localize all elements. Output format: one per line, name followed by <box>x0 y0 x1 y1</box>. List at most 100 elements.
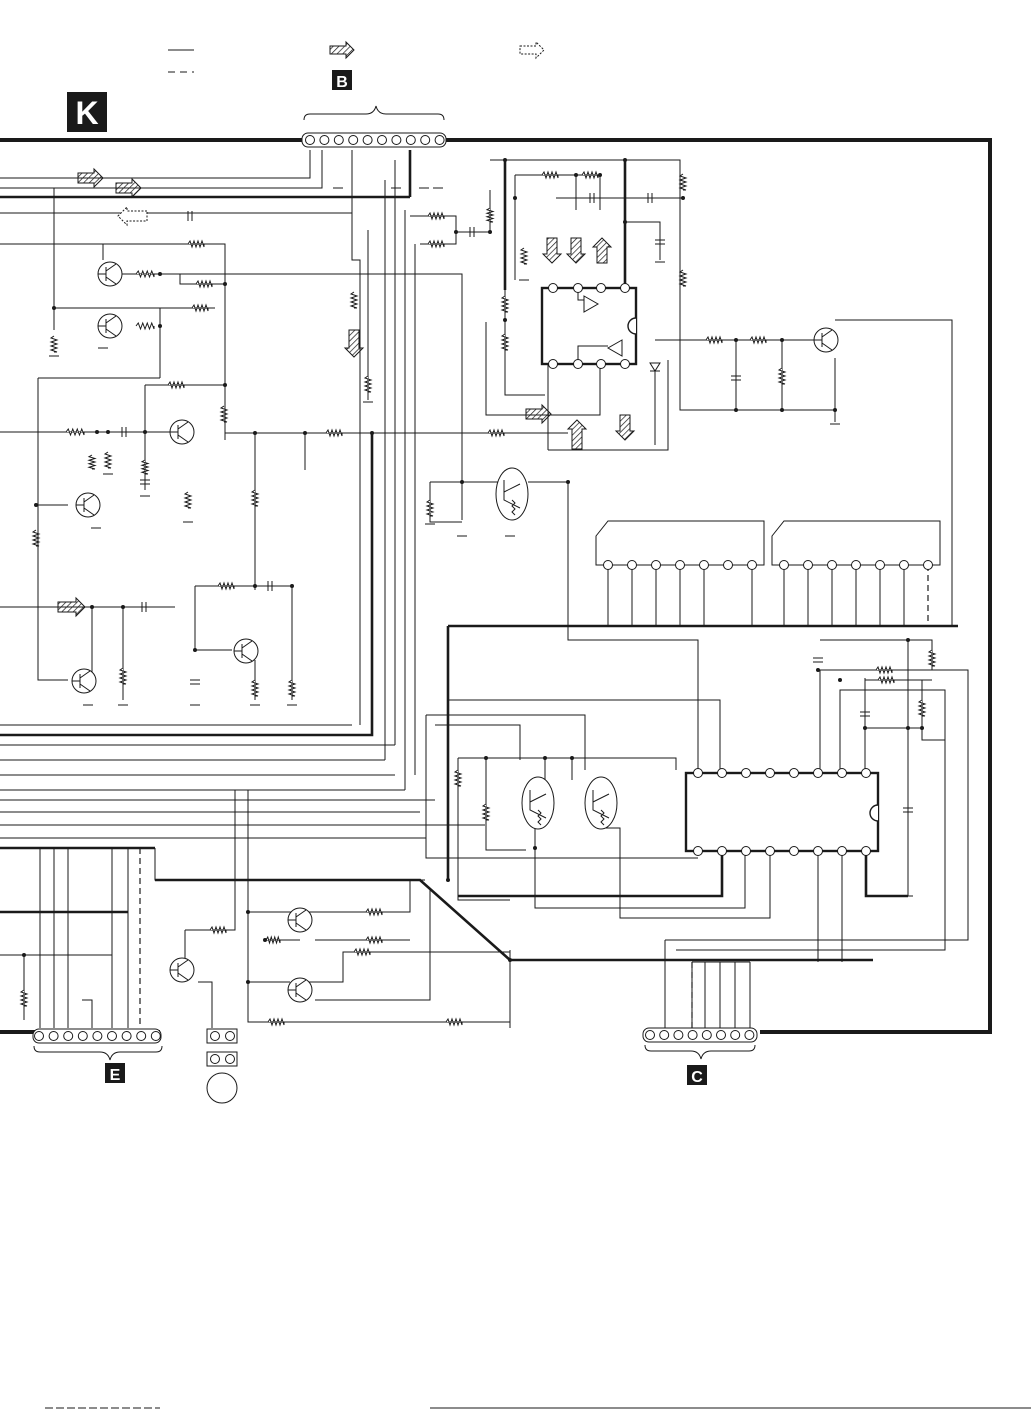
junction-dot <box>570 756 574 760</box>
junction-dot <box>598 173 602 177</box>
resistor <box>502 296 508 312</box>
resistor <box>521 248 527 264</box>
resistor <box>185 492 191 508</box>
photo-sensors <box>496 468 617 829</box>
ic-pin <box>838 769 847 778</box>
connector-pin <box>717 1031 726 1040</box>
socket-pin <box>676 561 685 570</box>
socket-pin <box>900 561 909 570</box>
connector-pin <box>435 136 444 145</box>
ic-pin <box>814 847 823 856</box>
resistor <box>542 172 558 178</box>
transistor-icon <box>814 328 838 352</box>
connector-pin <box>363 136 372 145</box>
resistor <box>351 292 357 308</box>
svg-text:K: K <box>75 95 98 131</box>
signal-arrow-icon <box>543 238 561 263</box>
connector-pin <box>35 1032 44 1041</box>
resistor <box>192 305 208 311</box>
resistor <box>366 909 382 915</box>
connector-pin <box>688 1031 697 1040</box>
socket-pin <box>724 561 733 570</box>
connector-pin <box>306 136 315 145</box>
junction-dot <box>253 584 257 588</box>
connector-pin <box>137 1032 146 1041</box>
junction-dot <box>22 953 26 957</box>
socket-pin <box>852 561 861 570</box>
resistor <box>427 500 433 516</box>
connector-b <box>302 106 446 147</box>
resistor <box>428 213 444 219</box>
signal-arrow-icon <box>526 405 551 423</box>
ic-socket-right <box>772 521 940 570</box>
resistor <box>66 429 84 435</box>
connector-pin <box>78 1032 87 1041</box>
resistor <box>919 700 925 716</box>
junction-dot <box>95 430 99 434</box>
socket-pin <box>828 561 837 570</box>
photo-sensor-2 <box>522 777 554 829</box>
socket-pin <box>780 561 789 570</box>
junction-dot <box>446 878 450 882</box>
junction-dot <box>303 431 307 435</box>
junction-dot <box>508 958 512 962</box>
resistor <box>221 406 227 422</box>
junction-dot <box>90 605 94 609</box>
junction-dot <box>460 480 464 484</box>
resistor <box>268 1019 284 1025</box>
ic-pin <box>766 769 775 778</box>
socket-pin <box>652 561 661 570</box>
connector-c <box>643 1028 757 1059</box>
junction-dot <box>623 220 627 224</box>
section-tag-c: C <box>687 1065 707 1086</box>
connector-e <box>33 1029 162 1060</box>
junction-dot <box>246 910 250 914</box>
resistor <box>878 677 894 683</box>
resistor <box>488 430 504 436</box>
junction-dot <box>290 584 294 588</box>
junction-dot <box>223 383 227 387</box>
resistor <box>21 990 27 1006</box>
junction-dot <box>543 756 547 760</box>
resistor <box>446 1019 462 1025</box>
resistor <box>779 368 785 384</box>
diode-icon <box>650 363 660 371</box>
section-tag-e: E <box>105 1063 125 1084</box>
ic-pin <box>814 769 823 778</box>
signal-arrow-icon <box>78 169 103 187</box>
connector-pin <box>674 1031 683 1040</box>
ic-pin <box>694 847 703 856</box>
junction-dot <box>143 430 147 434</box>
junction-dot <box>158 272 162 276</box>
resistor <box>136 271 154 277</box>
resistor <box>188 241 204 247</box>
resistor <box>266 937 280 943</box>
junction-dot <box>566 480 570 484</box>
connector-pin <box>334 136 343 145</box>
junction-dot <box>533 846 537 850</box>
connector-pin <box>151 1032 160 1041</box>
resistor <box>876 667 892 673</box>
ic-opamp <box>542 284 636 369</box>
junction-dot <box>734 408 738 412</box>
transistor-icon <box>288 908 312 932</box>
junction-dot <box>263 938 267 942</box>
junction-dot <box>488 230 492 234</box>
socket-pin <box>804 561 813 570</box>
resistor <box>366 937 382 943</box>
connector-pin <box>378 136 387 145</box>
resistor <box>89 455 95 469</box>
junction-dot <box>920 726 924 730</box>
connector-pin <box>64 1032 73 1041</box>
connector-pin <box>702 1031 711 1040</box>
junction-dot <box>106 430 110 434</box>
connector-pin <box>93 1032 102 1041</box>
ic-pin <box>862 847 871 856</box>
resistor <box>929 650 935 666</box>
section-tag-b: B <box>332 70 352 91</box>
junction-dot <box>734 338 738 342</box>
connector-pin <box>349 136 358 145</box>
legend-dotted-arrow <box>520 42 544 58</box>
junction-dot <box>906 726 910 730</box>
connector-pin <box>122 1032 131 1041</box>
